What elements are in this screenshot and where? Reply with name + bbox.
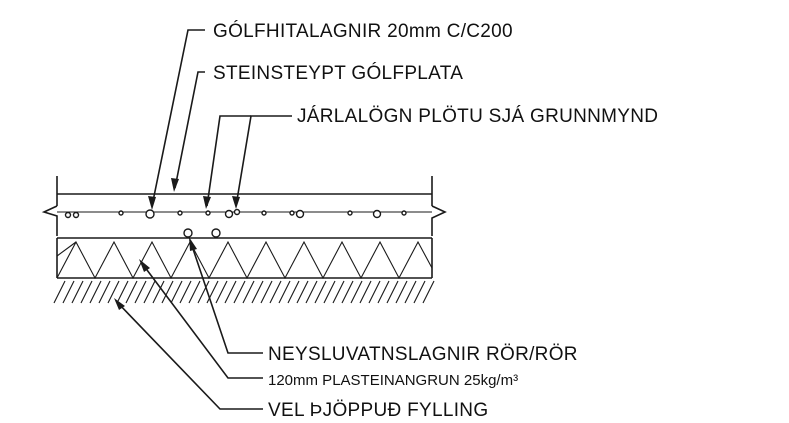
fill-hatch-line (395, 280, 408, 304)
fill-hatch-line (53, 280, 66, 304)
fill-hatch-line (413, 280, 426, 304)
fill-hatch-line (89, 280, 102, 304)
concrete-slab-section (41, 176, 447, 239)
fill-hatch-line (251, 280, 264, 304)
fill-hatch-line (197, 280, 210, 304)
fill-hatch-line (368, 280, 381, 304)
floor-heating-pipes (145, 208, 382, 219)
fill-hatch-line (233, 280, 246, 304)
fill-hatch-line (116, 280, 129, 304)
fill-hatch-line (161, 280, 174, 304)
label-insulation: 120mm PLASTEINANGRUN 25kg/m³ (268, 372, 518, 389)
fill-hatch-line (170, 280, 183, 304)
leader-lines (114, 29, 292, 410)
fill-hatch-line (143, 280, 156, 304)
fill-hatch-line (305, 280, 318, 304)
fill-hatch-line (80, 280, 93, 304)
fill-hatch-line (323, 280, 336, 304)
insulation-layer (56, 238, 433, 280)
fill-hatch-line (215, 280, 228, 304)
fill-hatch-line (386, 280, 399, 304)
labels: GÓLFHITALAGNIR 20mm C/C200 STEINSTEYPT G… (213, 20, 658, 421)
fill-hatch-line (314, 280, 327, 304)
fill-hatch-line (260, 280, 273, 304)
label-fill: VEL ÞJÖPPUÐ FYLLING (268, 400, 488, 421)
fill-hatch-line (188, 280, 201, 304)
label-water-pipes: NEYSLUVATNSLAGNIR RÖR/RÖR (268, 344, 578, 365)
fill-hatch-line (152, 280, 165, 304)
fill-hatch-line (296, 280, 309, 304)
fill-hatch-line (134, 280, 147, 304)
fill-hatch-line (287, 280, 300, 304)
reinforcement-dots (64, 210, 407, 219)
fill-hatch-line (107, 280, 120, 304)
fill-hatch-line (125, 280, 138, 304)
fill-hatch-line (206, 280, 219, 304)
fill-hatch-line (404, 280, 417, 304)
fill-hatch-line (62, 280, 75, 304)
fill-hatch-line (242, 280, 255, 304)
fill-hatch-line (359, 280, 372, 304)
fill-hatch-line (98, 280, 111, 304)
fill-hatch-line (332, 280, 345, 304)
fill-hatch-line (341, 280, 354, 304)
label-reinforcement: JÁRLALÖGN PLÖTU SJÁ GRUNNMYND (297, 106, 658, 127)
fill-hatch-line (350, 280, 363, 304)
fill-hatch-line (224, 280, 237, 304)
label-concrete-slab: STEINSTEYPT GÓLFPLATA (213, 62, 463, 84)
fill-hatch-line (71, 280, 84, 304)
fill-hatch-line (422, 280, 435, 304)
water-supply-pipes (183, 228, 221, 238)
fill-hatch-line (377, 280, 390, 304)
fill-hatch-line (179, 280, 192, 304)
fill-hatch-line (269, 280, 282, 304)
label-floor-heating: GÓLFHITALAGNIR 20mm C/C200 (213, 20, 513, 42)
compacted-fill-hatch (53, 280, 435, 304)
fill-hatch-line (278, 280, 291, 304)
